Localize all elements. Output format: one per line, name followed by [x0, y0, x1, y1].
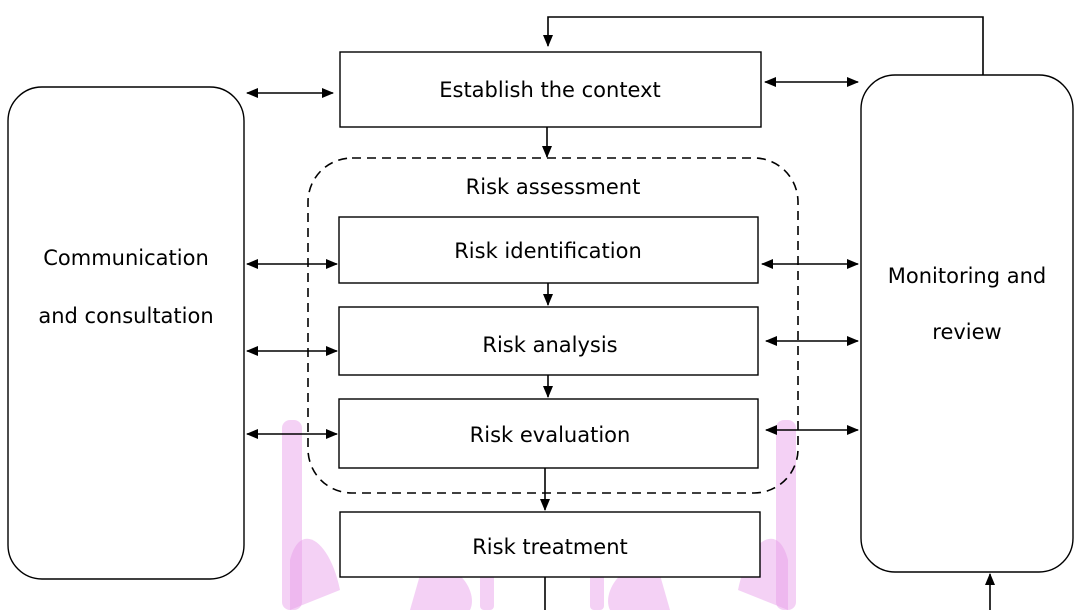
communication-label-line2: and consultation [38, 304, 213, 328]
establish-context-node: Establish the context [339, 51, 762, 128]
risk-assessment-group: Risk assessment [307, 157, 799, 494]
establish-context-label: Establish the context [439, 78, 661, 102]
communication-consultation-node: Communication and consultation [7, 86, 245, 580]
monitoring-label-line2: review [932, 320, 1001, 344]
feedback-loop-line [543, 16, 984, 75]
risk-treatment-node: Risk treatment [339, 511, 761, 578]
risk-identification-label: Risk identification [454, 239, 642, 263]
monitoring-label-line1: Monitoring and [888, 264, 1046, 288]
communication-label-line1: Communication [43, 246, 209, 270]
risk-treatment-label: Risk treatment [472, 535, 628, 559]
risk-analysis-node: Risk analysis [338, 306, 759, 376]
risk-analysis-label: Risk analysis [482, 333, 617, 357]
risk-assessment-label: Risk assessment [466, 175, 641, 199]
monitoring-review-node: Monitoring and review [860, 74, 1074, 573]
risk-evaluation-node: Risk evaluation [338, 398, 759, 469]
risk-identification-node: Risk identification [338, 216, 759, 284]
risk-evaluation-label: Risk evaluation [470, 423, 631, 447]
